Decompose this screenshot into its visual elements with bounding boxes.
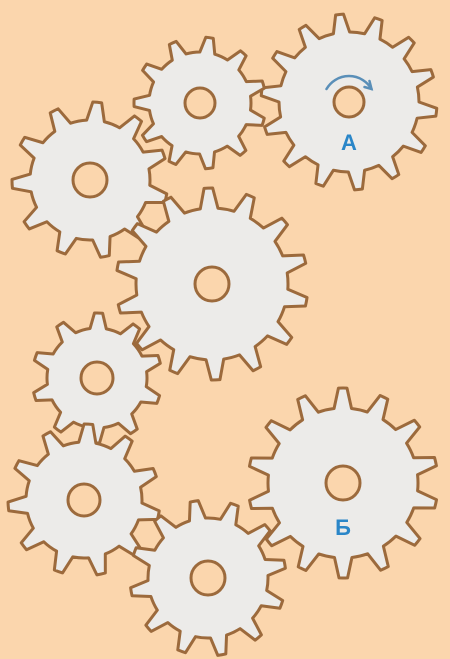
gear-b-label: Б — [335, 515, 351, 540]
gear-axle-hole — [68, 484, 100, 516]
gear-axle-hole — [73, 163, 107, 197]
gear-axle-hole — [191, 561, 225, 595]
gear-axle-hole — [185, 88, 215, 118]
gear-axle-hole — [195, 267, 229, 301]
gear-a-label: А — [341, 130, 357, 155]
gear-axle-hole — [334, 87, 364, 117]
gear-axle-hole — [81, 362, 113, 394]
gear-axle-hole — [326, 466, 360, 500]
